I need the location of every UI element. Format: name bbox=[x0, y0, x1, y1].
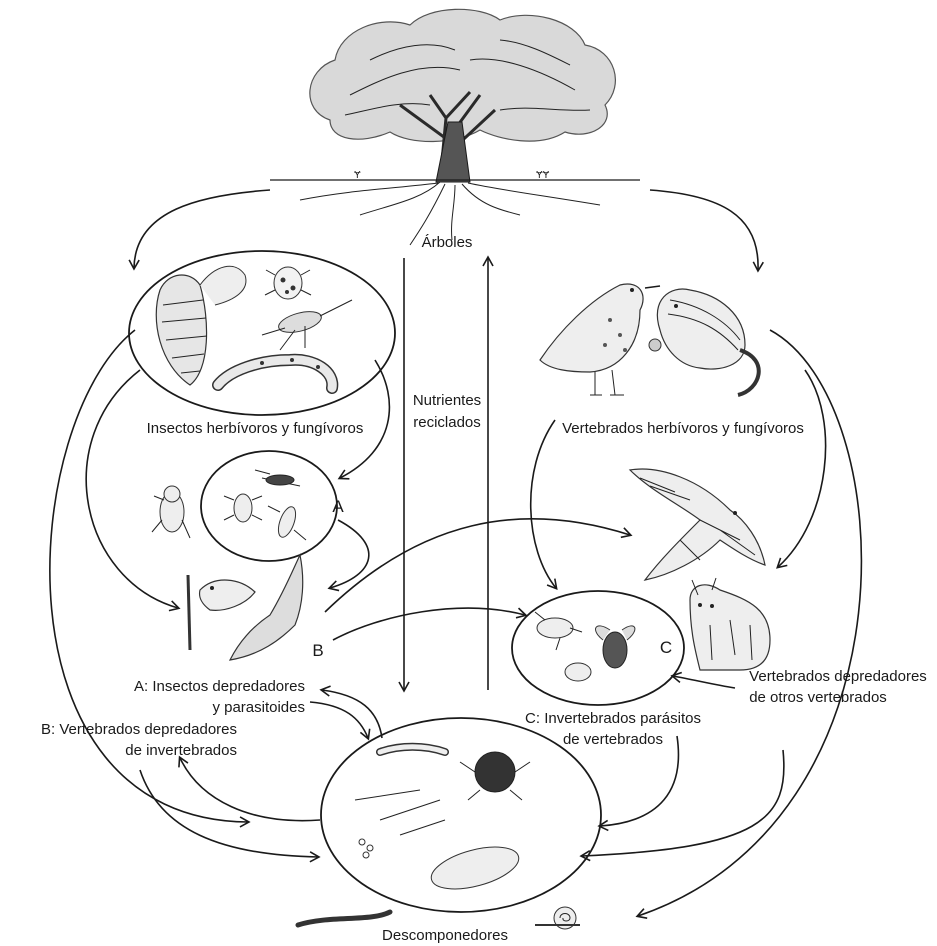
label-vertebrados-depredadores-1: Vertebrados depredadores bbox=[749, 668, 927, 685]
svg-text:Ɏ: Ɏ bbox=[354, 170, 361, 181]
warbler-and-bat-illustration bbox=[188, 555, 303, 660]
label-arboles: Árboles bbox=[422, 234, 473, 251]
legend-a-line2: y parasitoides bbox=[212, 699, 305, 716]
svg-text:ɎɎ: ɎɎ bbox=[536, 170, 550, 181]
legend-c-line2: de vertebrados bbox=[563, 731, 663, 748]
chipmunk-illustration bbox=[649, 289, 759, 395]
label-reciclados: reciclados bbox=[413, 414, 481, 431]
vertebrate-parasites-group-c bbox=[512, 591, 684, 705]
label-nutrientes: Nutrientes bbox=[413, 392, 481, 409]
tree-frog-illustration bbox=[152, 486, 190, 538]
label-vertebrados-herbivoros: Vertebrados herbívoros y fungívoros bbox=[562, 420, 804, 437]
legend-b-line1: B: Vertebrados depredadores bbox=[41, 721, 237, 738]
legend-c-line1: C: Invertebrados parásitos bbox=[525, 710, 701, 727]
legend-b-line2: de invertebrados bbox=[125, 742, 237, 759]
legend-a-line1: A: Insectos depredadores bbox=[134, 678, 305, 695]
bobcat-illustration bbox=[690, 578, 770, 670]
label-vertebrados-depredadores-2: de otros vertebrados bbox=[749, 689, 887, 706]
label-descomponedores: Descomponedores bbox=[382, 927, 508, 944]
letter-c: C bbox=[660, 638, 672, 657]
label-insectos-herbivoros: Insectos herbívoros y fungívoros bbox=[147, 420, 364, 437]
hawk-illustration bbox=[630, 469, 765, 580]
letter-b: B bbox=[312, 641, 323, 660]
tree-illustration: Ɏ ɎɎ bbox=[270, 9, 640, 245]
thrush-bird-illustration bbox=[540, 284, 660, 395]
letter-a: A bbox=[332, 497, 344, 516]
